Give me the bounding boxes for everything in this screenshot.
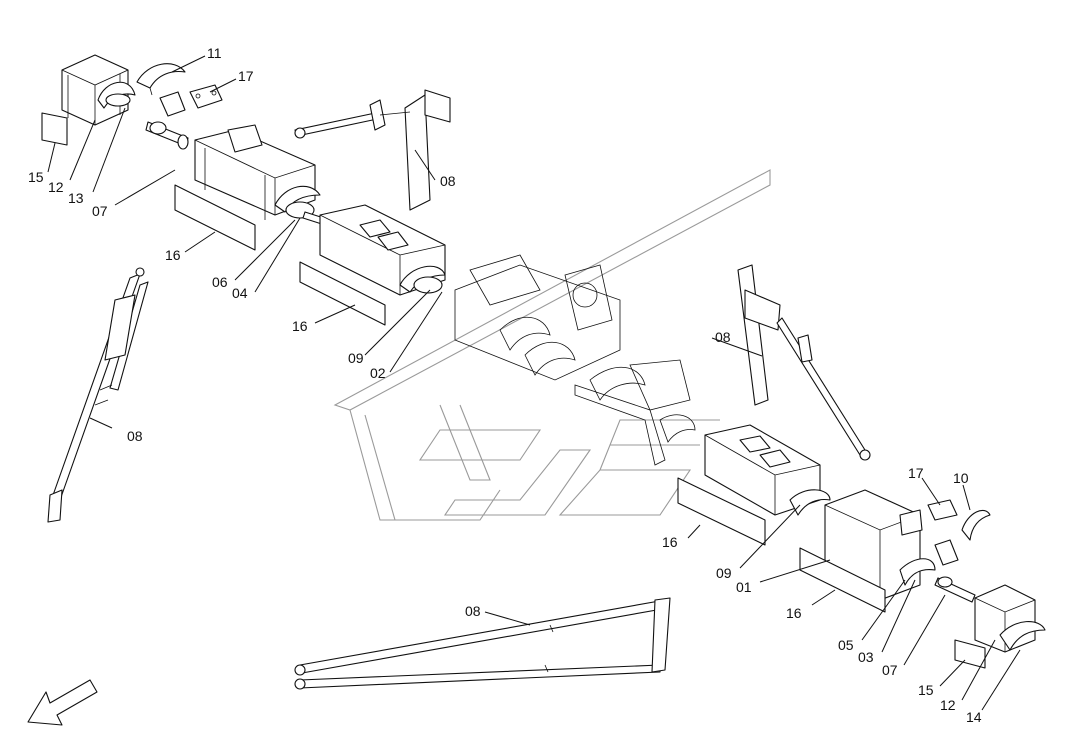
label-13: 13: [68, 190, 84, 206]
label-16: 16: [165, 247, 181, 263]
part-central-gearbox: [454, 254, 696, 466]
label-10: 10: [953, 470, 969, 486]
part-07-shaft-right: [934, 539, 976, 603]
part-08-lower-link-left: [47, 267, 149, 523]
label-07: 07: [882, 662, 898, 678]
part-frame-middle-right: [677, 424, 831, 546]
part-11-auger-flight: [136, 63, 186, 96]
label-08: 08: [465, 603, 481, 619]
label-14: 14: [966, 709, 982, 725]
part-08-lower-link-bottom: [294, 597, 671, 690]
label-16: 16: [786, 605, 802, 621]
label-04: 04: [232, 285, 248, 301]
watermark-logo: [333, 169, 771, 521]
part-left-end-bracket: [41, 54, 136, 146]
part-08-top-link-right: [737, 264, 871, 461]
label-01: 01: [736, 579, 752, 595]
part-17-plate: [189, 84, 223, 109]
part-right-end-bracket: [954, 584, 1046, 669]
label-16: 16: [292, 318, 308, 334]
arrow-down-left-icon: [27, 679, 98, 726]
label-17: 17: [238, 68, 254, 84]
label-08: 08: [715, 329, 731, 345]
label-17: 17: [908, 465, 924, 481]
label-09: 09: [716, 565, 732, 581]
label-07: 07: [92, 203, 108, 219]
label-15: 15: [918, 682, 934, 698]
label-12: 12: [48, 179, 64, 195]
label-16: 16: [662, 534, 678, 550]
part-frame-lower-right: [799, 489, 936, 613]
label-05: 05: [838, 637, 854, 653]
part-frame-middle-left: [299, 204, 446, 326]
part-10-auger-flight: [961, 510, 991, 541]
label-08: 08: [440, 173, 456, 189]
label-11: 11: [207, 45, 222, 61]
label-09: 09: [348, 350, 364, 366]
label-15: 15: [28, 169, 44, 185]
label-08: 08: [127, 428, 143, 444]
part-17-plate-right: [927, 499, 958, 521]
label-12: 12: [940, 697, 956, 713]
part-labels: 11 17 15 12 13 07 08 16 06 04 16 09 02 0…: [28, 45, 982, 725]
part-08-top-link-upper: [294, 89, 451, 211]
label-02: 02: [370, 365, 386, 381]
label-03: 03: [858, 649, 874, 665]
leader-lines: [47, 55, 1021, 711]
label-06: 06: [212, 274, 228, 290]
part-07-shaft-left: [145, 91, 189, 150]
